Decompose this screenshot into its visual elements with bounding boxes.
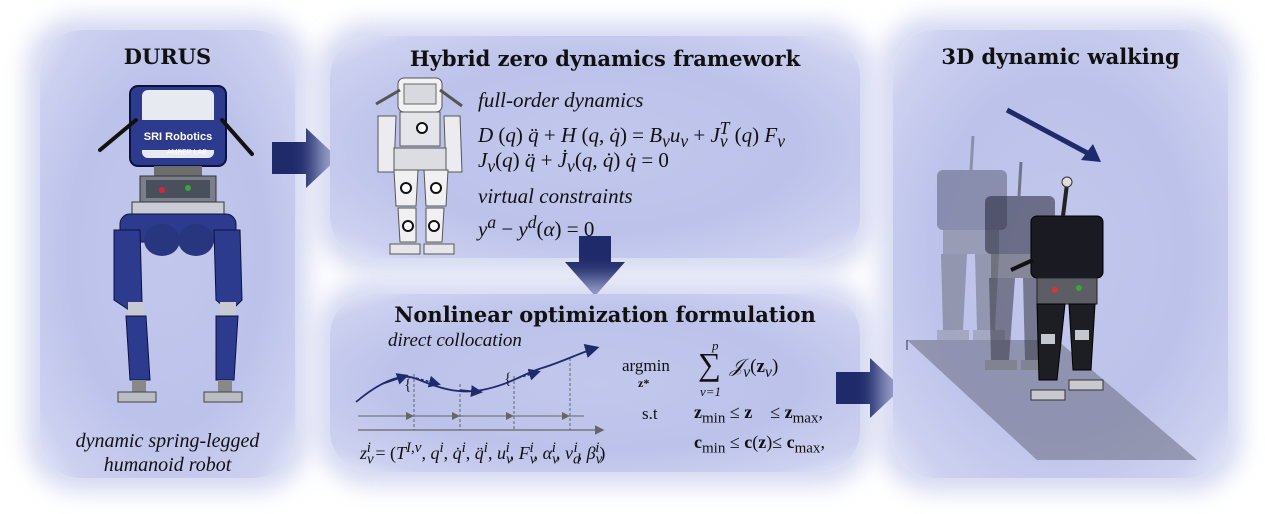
objective-function: 𝒥v(zv): [730, 356, 779, 381]
walking-robot-composite-image: [906, 107, 1197, 460]
sum-upper-limit: p: [712, 338, 719, 353]
st-label: s.t: [642, 404, 658, 423]
nlp-panel: Nonlinear optimization formulation direc…: [330, 294, 860, 472]
full-order-dynamics-label: full-order dynamics: [478, 88, 644, 112]
direct-collocation-label: direct collocation: [388, 330, 522, 351]
argmin-operator: argmin: [622, 356, 670, 375]
durus-robot-image: SRI Robotics AMBER LAB: [98, 85, 254, 403]
virtual-constraints-label: virtual constraints: [478, 184, 633, 208]
sum-symbol: ∑: [698, 346, 721, 382]
robot-brand-label: SRI Robotics: [144, 131, 212, 143]
dynamics-equation: D (q) q̈ + H (q, q̇) = Bvuv + JvT (q) Fv: [478, 118, 785, 152]
robot-lab-label: AMBER LAB: [167, 149, 207, 156]
decision-vector: zvi = (TI,v, qi, q̇i, q̈i, uvi, Fvi, αvi…: [360, 440, 606, 468]
walking-panel: 3D dynamic walking: [893, 30, 1228, 478]
arrow-down-icon: [565, 236, 625, 296]
hzd-robot-sketch: [375, 77, 463, 255]
constraint-bounds-c: cmin ≤ c(z)≤ cmax,: [694, 432, 825, 457]
durus-caption-line2: humanoid robot: [103, 454, 232, 476]
nlp-title: Nonlinear optimization formulation: [394, 302, 816, 327]
walking-title: 3D dynamic walking: [941, 44, 1180, 69]
durus-caption-line1: dynamic spring-legged: [75, 430, 260, 452]
argmin-subscript: z*: [638, 376, 650, 390]
hzd-panel: Hybrid zero dynamics framework full-orde…: [330, 36, 860, 258]
holonomic-constraint-equation: Jv(q) q̈ + J̇v(q, q̇) q̇ = 0: [478, 148, 669, 177]
durus-panel: DURUS SRI Robotics AMBER LAB dynamic: [40, 30, 295, 478]
svg-text:{: {: [504, 371, 512, 388]
hzd-title: Hybrid zero dynamics framework: [409, 46, 801, 71]
constraint-bounds-z: zmin ≤ z ≤ zmax,: [694, 402, 823, 427]
sum-lower-limit: v=1: [700, 384, 722, 399]
arrow-right-icon: [272, 128, 338, 188]
arrow-right-icon: [836, 358, 902, 418]
collocation-plot: { {: [355, 344, 605, 435]
durus-title: DURUS: [123, 44, 212, 69]
svg-text:{: {: [404, 377, 412, 394]
